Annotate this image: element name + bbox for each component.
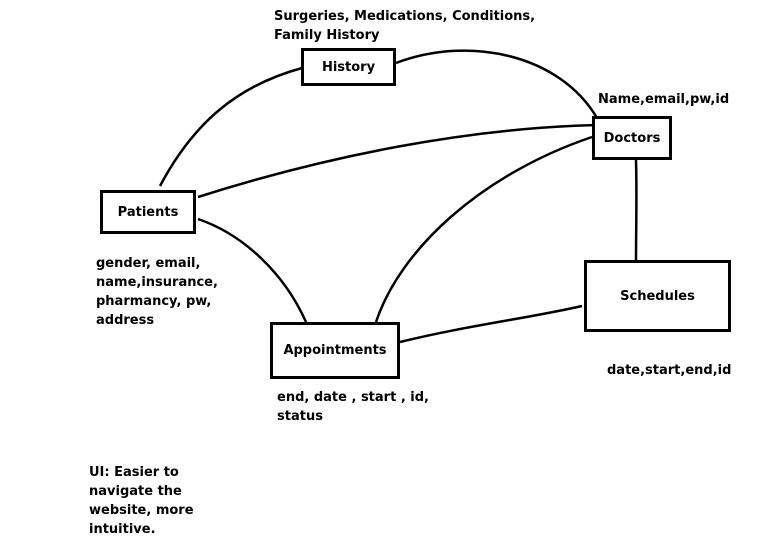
history-entity: History [301,48,396,86]
schedules-entity: Schedules [584,260,731,332]
line-patients-appointments [197,217,308,323]
line-appointments-doctors [374,135,593,323]
appointments-attributes: end, date , start , id, status [277,390,429,424]
line-history-doctors [395,49,599,119]
line-patients-history [158,66,303,187]
doctors-entity: Doctors [592,116,672,160]
ui-note: UI: Easier to navigate the website, more… [89,465,194,537]
doctors-attributes: Name,email,pw,id [598,92,730,107]
patients-attributes: gender, email, name,insurance, pharmancy… [96,256,218,328]
line-appointments-schedules [399,304,583,344]
patients-entity: Patients [100,190,196,234]
appointments-entity: Appointments [270,322,400,379]
line-patients-doctors [197,123,598,199]
history-attributes: Surgeries, Medications, Conditions, Fami… [274,9,536,43]
schedules-attributes: date,start,end,id [607,363,732,378]
